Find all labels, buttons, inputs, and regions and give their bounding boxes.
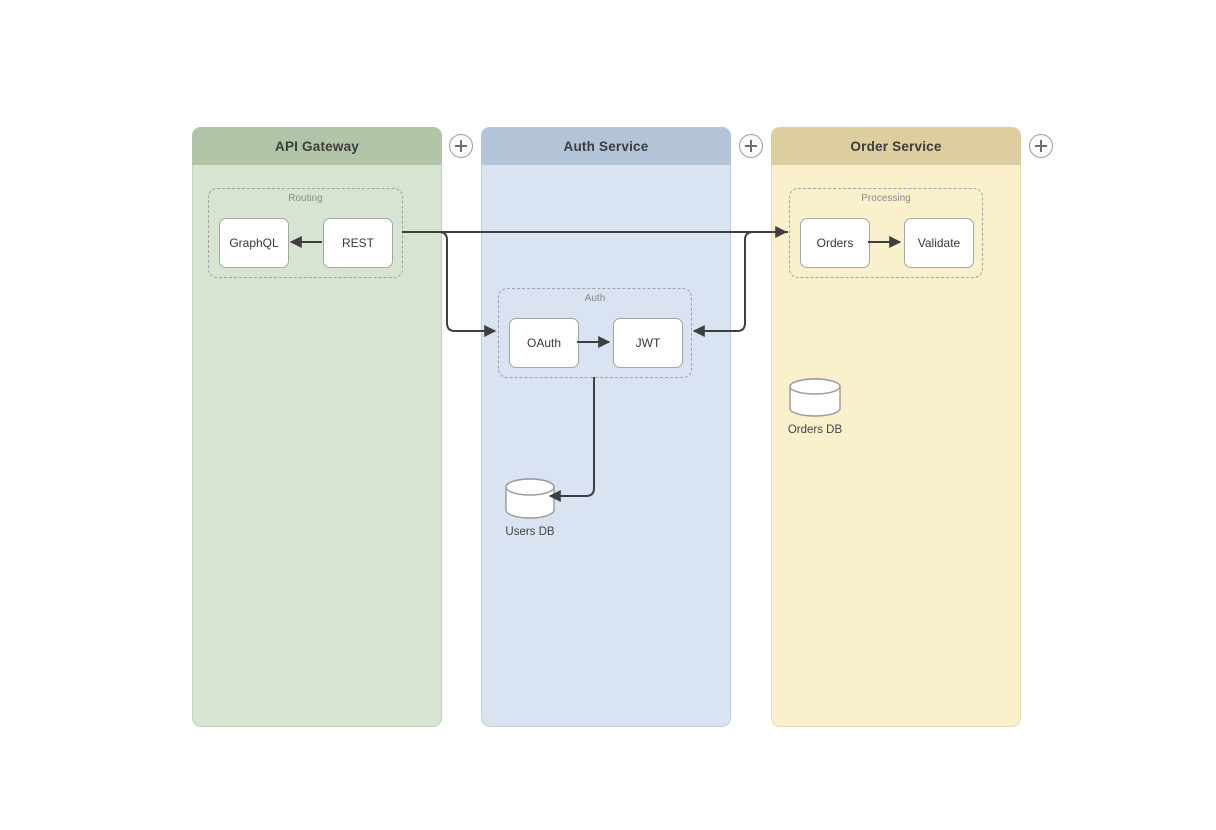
node-jwt[interactable]: JWT	[613, 318, 683, 368]
add-lane-button-1[interactable]	[449, 134, 473, 158]
database-label-users-db: Users DB	[505, 526, 555, 538]
group-auth[interactable]: Auth OAuth JWT	[498, 288, 692, 378]
database-orders-db[interactable]: Orders DB	[765, 378, 865, 436]
add-lane-button-3[interactable]	[1029, 134, 1053, 158]
database-users-db[interactable]: Users DB	[480, 478, 580, 538]
edge-processing-to-auth[interactable]	[692, 231, 788, 337]
plus-icon	[455, 140, 467, 152]
node-rest[interactable]: REST	[323, 218, 393, 268]
lane-api-gateway[interactable]: API Gateway Routing GraphQL REST	[192, 127, 442, 727]
lane-title-api-gateway: API Gateway	[275, 138, 359, 154]
node-label-jwt: JWT	[635, 336, 661, 350]
lane-header-order-service[interactable]: Order Service	[771, 127, 1021, 165]
lane-header-auth-service[interactable]: Auth Service	[481, 127, 731, 165]
lane-auth-service[interactable]: Auth Service Auth OAuth JWT Users DB	[481, 127, 731, 727]
group-routing[interactable]: Routing GraphQL REST	[208, 188, 403, 278]
node-label-orders: Orders	[816, 236, 854, 250]
node-orders[interactable]: Orders	[800, 218, 870, 268]
lane-title-order-service: Order Service	[850, 138, 942, 154]
node-graphql[interactable]: GraphQL	[219, 218, 289, 268]
database-icon	[765, 378, 865, 417]
database-icon	[480, 478, 580, 519]
node-validate[interactable]: Validate	[904, 218, 974, 268]
add-lane-button-2[interactable]	[739, 134, 763, 158]
group-label-auth: Auth	[584, 293, 606, 304]
node-oauth[interactable]: OAuth	[509, 318, 579, 368]
edge-routing-to-auth[interactable]	[402, 231, 497, 337]
node-label-oauth: OAuth	[526, 336, 562, 350]
edge-auth-to-users-db[interactable]	[548, 377, 595, 502]
node-label-rest: REST	[341, 236, 374, 250]
lane-header-api-gateway[interactable]: API Gateway	[192, 127, 442, 165]
group-processing[interactable]: Processing Orders Validate	[789, 188, 983, 278]
group-label-processing: Processing	[861, 193, 911, 204]
group-label-routing: Routing	[288, 193, 323, 204]
lane-order-service[interactable]: Order Service Processing Orders Validate…	[771, 127, 1021, 727]
plus-icon	[745, 140, 757, 152]
node-label-graphql: GraphQL	[229, 236, 279, 250]
node-label-validate: Validate	[917, 236, 961, 250]
plus-icon	[1035, 140, 1047, 152]
lane-title-auth-service: Auth Service	[563, 138, 649, 154]
database-label-orders-db: Orders DB	[787, 424, 843, 436]
